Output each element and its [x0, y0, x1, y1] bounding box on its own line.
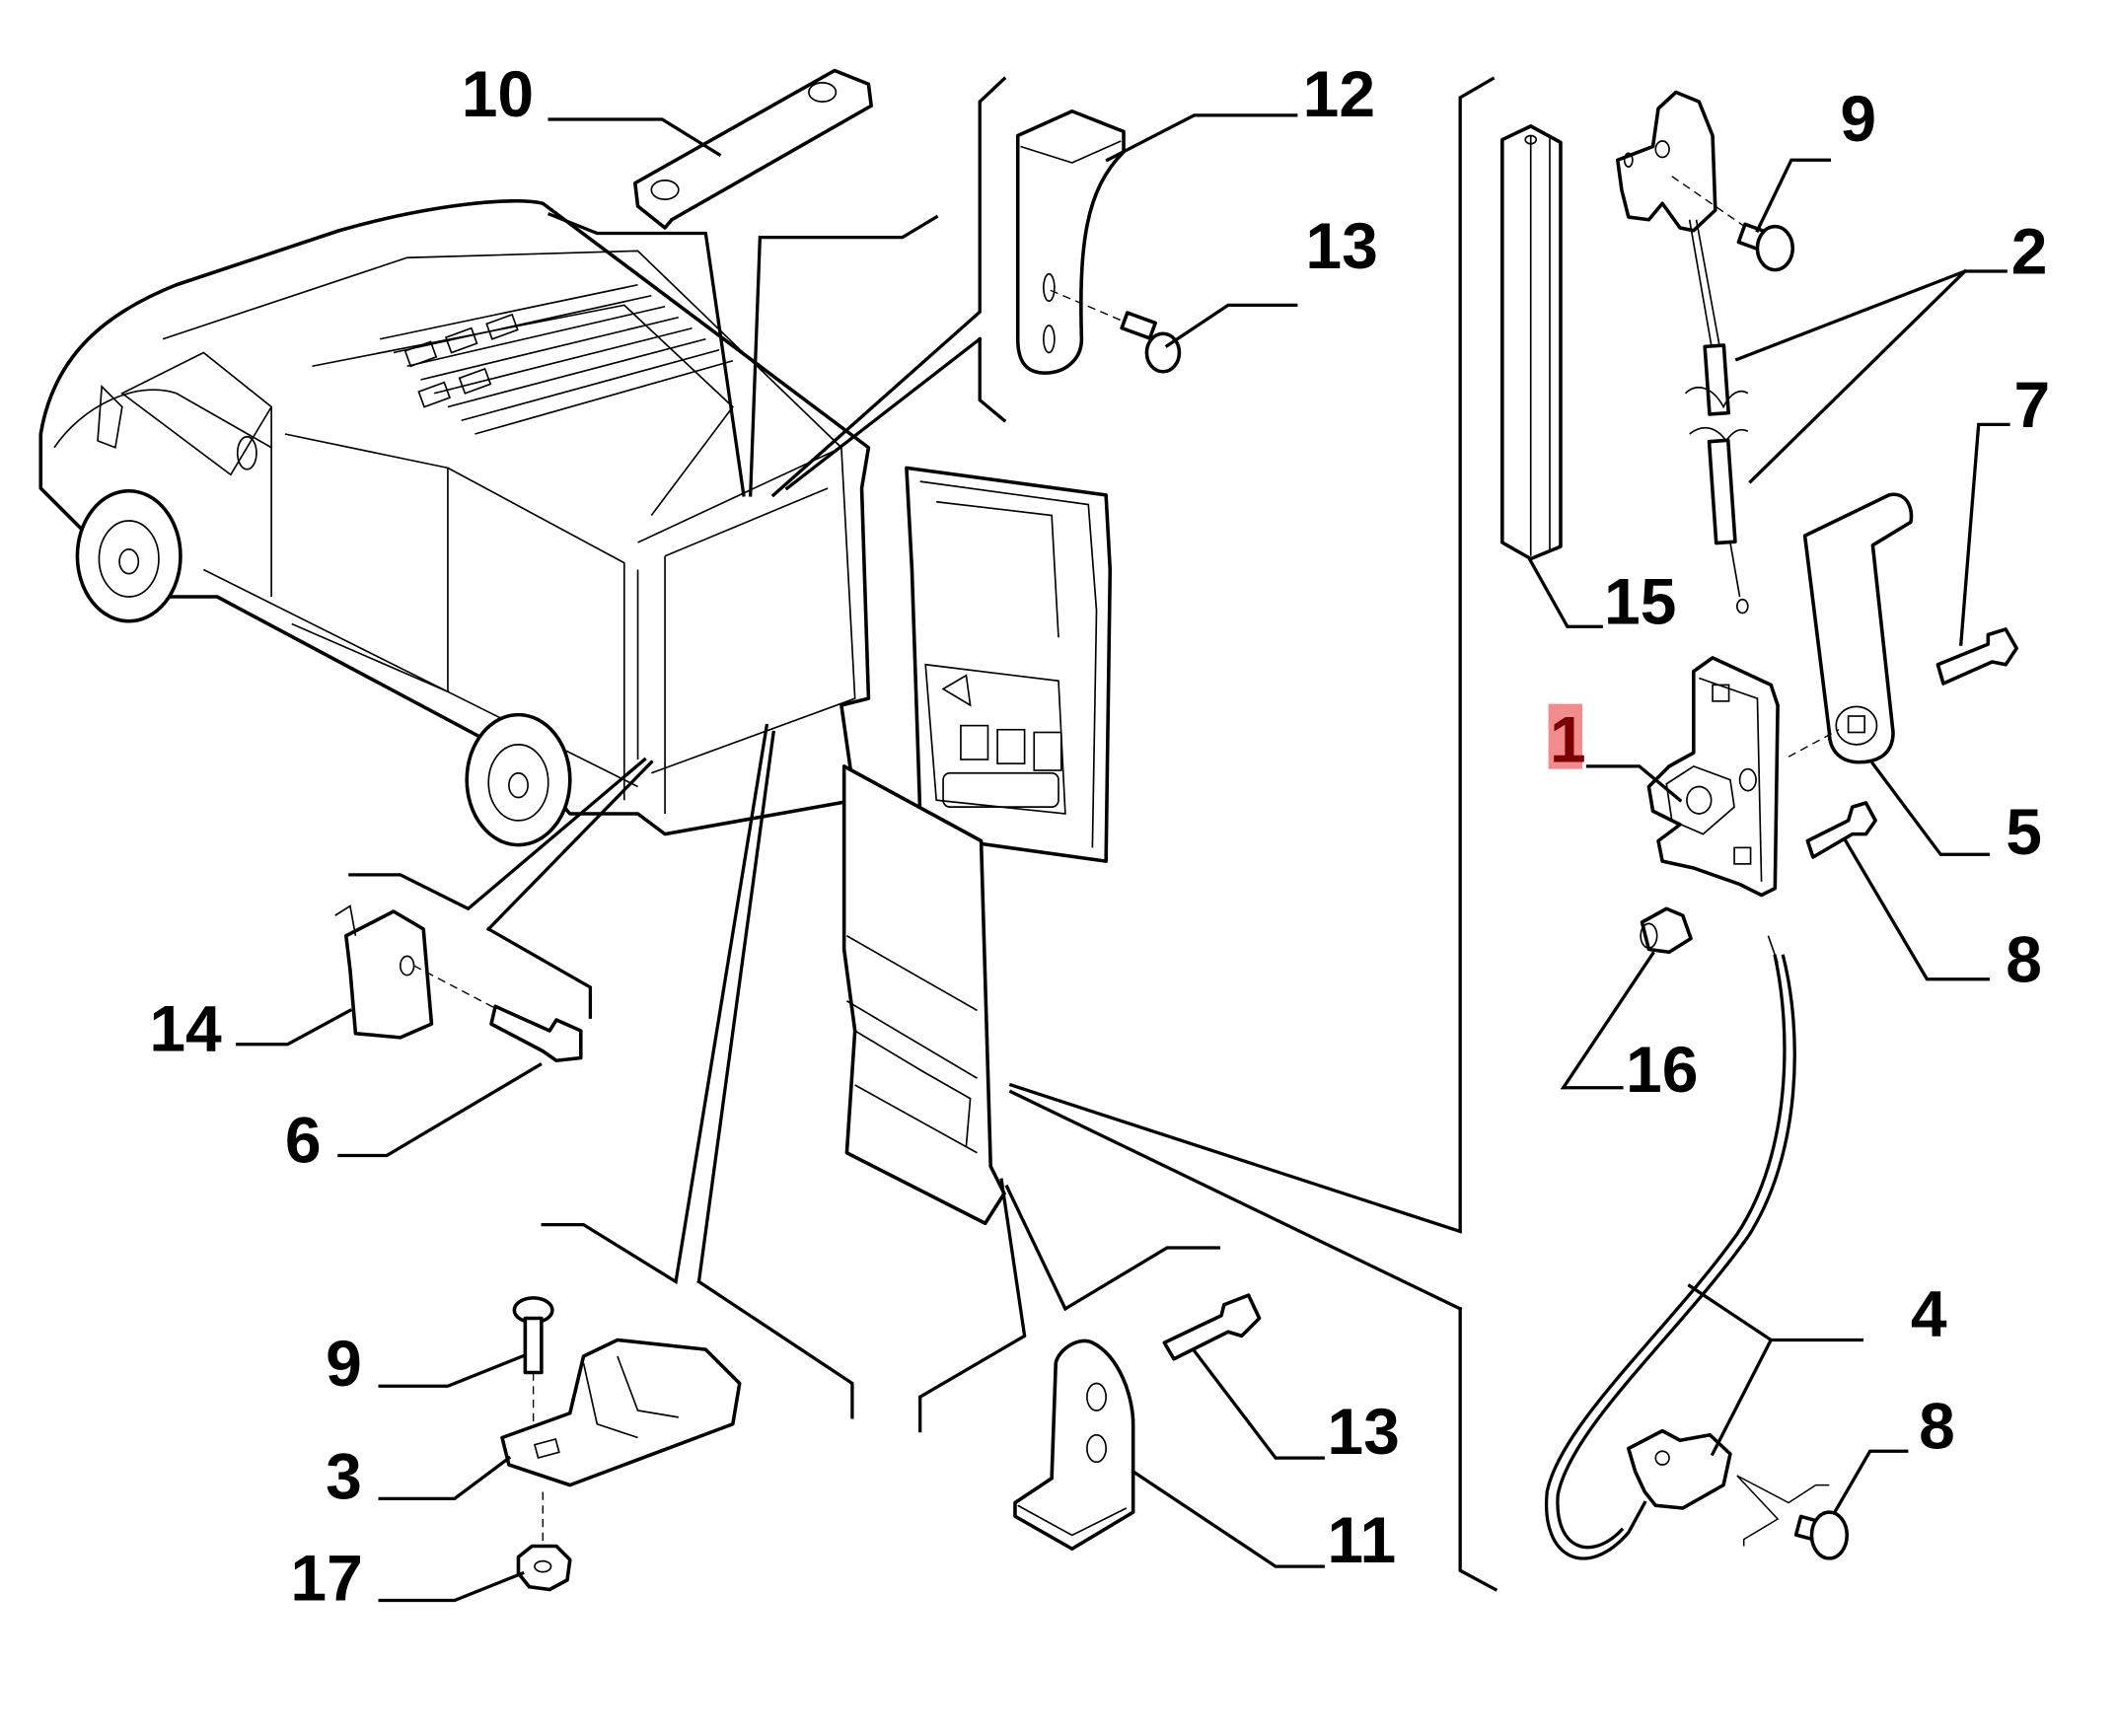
callout-7[interactable]: 7 — [2013, 368, 2050, 441]
part-13-bolt-lower — [1162, 1293, 1325, 1460]
left-rear-door — [841, 764, 1006, 1226]
part-5-inner-handle — [1802, 492, 1990, 856]
callout-1-highlight — [1548, 703, 1582, 769]
callout-3[interactable]: 3 — [326, 1439, 362, 1512]
part-7-bolt — [1935, 422, 2018, 686]
callout-17[interactable]: 17 — [290, 1542, 362, 1615]
part-2-upper-lock-cable — [1615, 90, 2008, 615]
part-12-upper-guide — [1015, 108, 1298, 375]
part-14-door-check-buffer — [236, 904, 434, 1047]
part-4-lower-lock-cable — [1544, 935, 1864, 1560]
part-11-door-stop-bracket — [1013, 1338, 1325, 1568]
callout-8-middle[interactable]: 8 — [2006, 923, 2042, 996]
callout-labels: 10 12 13 9 2 7 15 1 5 8 16 4 8 14 6 9 3 … — [149, 57, 2050, 1614]
callout-13-lower[interactable]: 13 — [1327, 1395, 1399, 1468]
rear-wheel — [465, 712, 572, 847]
callout-15[interactable]: 15 — [1604, 565, 1676, 638]
part-8-bolt — [1805, 801, 1990, 981]
part-9-screw-upper — [1671, 158, 1832, 272]
part-15-seal-strip — [1500, 124, 1603, 628]
callout-12[interactable]: 12 — [1303, 57, 1375, 130]
callout-9-upper[interactable]: 9 — [1840, 82, 1876, 155]
part-16-rivet-nut — [1560, 906, 1693, 1090]
callout-6[interactable]: 6 — [285, 1103, 322, 1176]
callout-5[interactable]: 5 — [2006, 795, 2042, 868]
part-17-nut — [378, 1491, 572, 1603]
callout-11[interactable]: 11 — [1327, 1503, 1396, 1576]
part-6-bolt — [337, 965, 583, 1158]
part-13-screw-upper — [1050, 289, 1298, 374]
callout-8-lower[interactable]: 8 — [1919, 1390, 1955, 1463]
part-3-lower-striker-plate — [378, 1338, 742, 1501]
callout-4[interactable]: 4 — [1911, 1276, 1947, 1349]
callout-2[interactable]: 2 — [2011, 215, 2048, 288]
callout-14[interactable]: 14 — [149, 992, 222, 1065]
callout-13-upper[interactable]: 13 — [1305, 209, 1377, 282]
right-rear-door — [905, 466, 1113, 863]
part-1-rear-door-lock — [1585, 656, 1840, 898]
part-8-screw-lower — [1736, 1449, 1909, 1560]
van-illustration — [38, 199, 871, 847]
callout-16[interactable]: 16 — [1626, 1033, 1698, 1106]
callout-1[interactable]: 1 — [1550, 703, 1586, 776]
front-wheel — [75, 488, 182, 623]
part-10-roof-striker-plate — [548, 68, 873, 230]
callout-9-lower[interactable]: 9 — [326, 1327, 362, 1400]
callout-10[interactable]: 10 — [462, 57, 534, 130]
leader-frames — [348, 76, 1498, 1592]
part-9-screw-lower — [378, 1296, 554, 1465]
